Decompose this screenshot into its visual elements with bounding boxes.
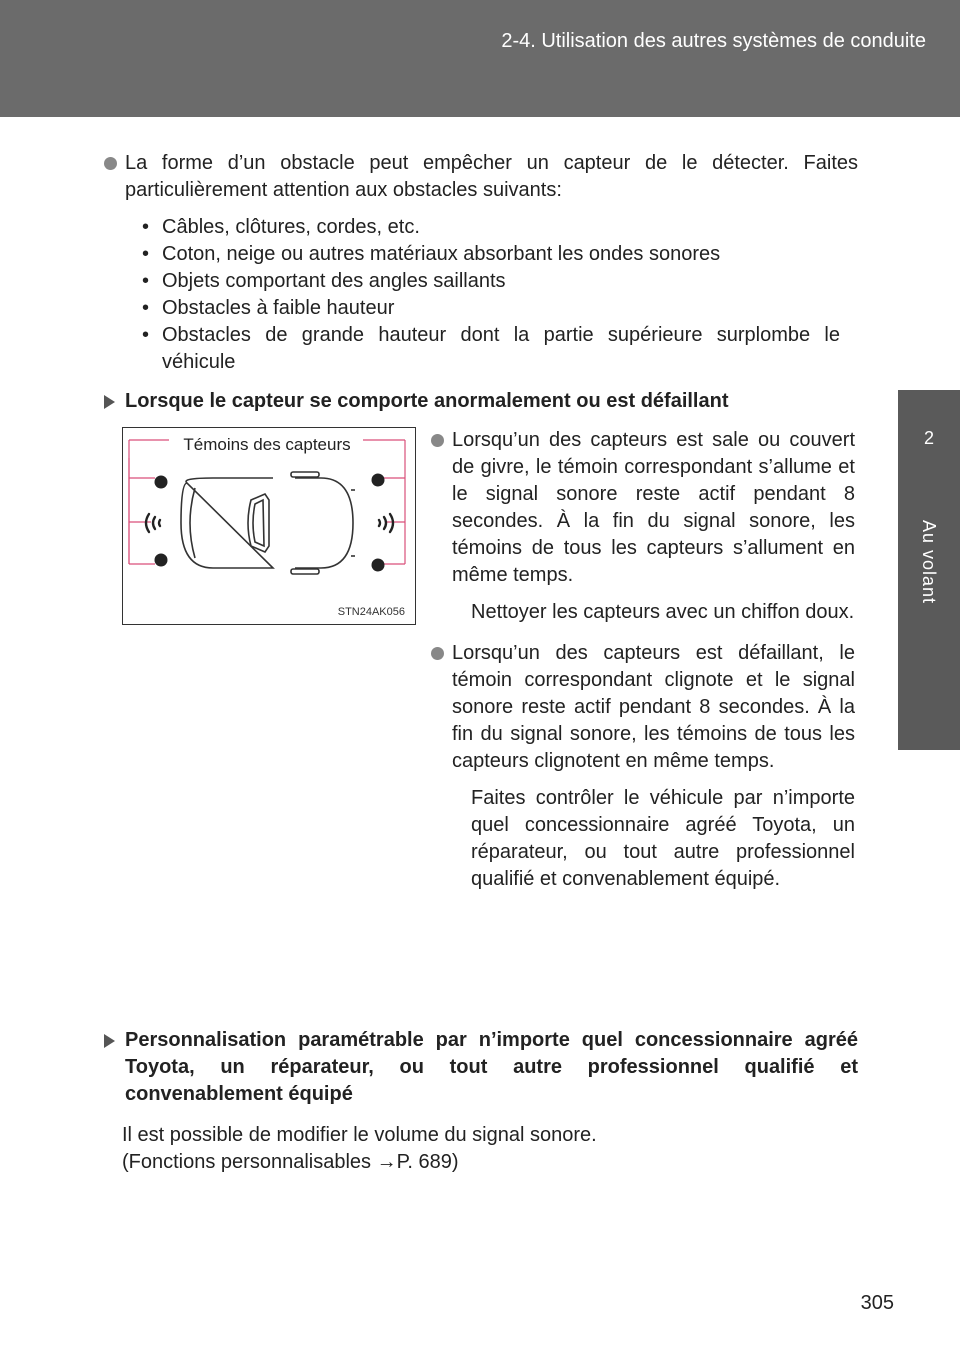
sensor-light-front-right: [371, 473, 385, 487]
section-heading-customization: Personnalisation paramétrable par n’impo…: [100, 1027, 858, 1108]
car-sensor-diagram: Témoins des capteurs: [128, 435, 406, 618]
page-header: 2-4. Utilisation des autres systèmes de …: [0, 0, 960, 117]
customization-paragraph: Il est possible de modifier le volume du…: [122, 1124, 597, 1173]
bullet-dirty-sensor: Lorsqu’un des capteurs est sale ou couve…: [427, 427, 855, 589]
chapter-label-box: Au volant: [898, 500, 960, 750]
bullet-faulty-sensor: Lorsqu’un des capteurs est défaillant, l…: [427, 640, 855, 775]
sensor-indicator-figure: Témoins des capteurs: [122, 427, 416, 625]
heading-marker-icon: [104, 1034, 115, 1048]
section-title: 2-4. Utilisation des autres systèmes de …: [501, 30, 926, 52]
main-content: La forme d’un obstacle peut empêcher un …: [100, 150, 858, 1176]
obstacle-list: •Câbles, clôtures, cordes, etc. •Coton, …: [100, 214, 858, 376]
sensor-explanations: Lorsqu’un des capteurs est sale ou couve…: [427, 427, 855, 903]
page-number: 305: [860, 1292, 894, 1314]
sensor-section: Témoins des capteurs: [100, 427, 858, 1027]
figure-code: STN24AK056: [338, 606, 405, 618]
bullet-obstacle-shape: La forme d’un obstacle peut empêcher un …: [100, 150, 858, 204]
sensor-light-rear-right: [371, 558, 385, 572]
list-item: •Obstacles de grande hauteur dont la par…: [142, 324, 840, 373]
list-item: •Obstacles à faible hauteur: [142, 297, 395, 319]
sensor-light-rear-left: [154, 553, 168, 567]
list-item: •Objets comportant des angles saillants: [142, 270, 506, 292]
list-item: •Câbles, clôtures, cordes, etc.: [142, 216, 420, 238]
bracket-lines: [128, 439, 406, 565]
action-clean-sensor: Nettoyer les capteurs avec un chiffon do…: [471, 601, 855, 623]
chapter-label: Au volant: [919, 520, 939, 605]
action-inspect-vehicle: Faites contrôler le véhicule par n’impor…: [471, 787, 855, 890]
sound-wave-right-icon: [377, 512, 395, 534]
bullet-dot-icon: [431, 434, 444, 447]
car-outline-icon: [180, 471, 355, 575]
chapter-tab: 2 Au volant: [898, 117, 960, 1362]
figure-label: Témoins des capteurs: [183, 435, 350, 454]
sound-wave-left-icon: [144, 512, 162, 534]
bullet-dot-icon: [104, 157, 117, 170]
section-heading: Lorsque le capteur se comporte anormalem…: [100, 388, 858, 415]
sensor-light-front-left: [154, 475, 168, 489]
heading-marker-icon: [104, 395, 115, 409]
list-item: •Coton, neige ou autres matériaux absorb…: [142, 243, 721, 265]
bullet-dot-icon: [431, 647, 444, 660]
chapter-number: 2: [898, 390, 960, 500]
